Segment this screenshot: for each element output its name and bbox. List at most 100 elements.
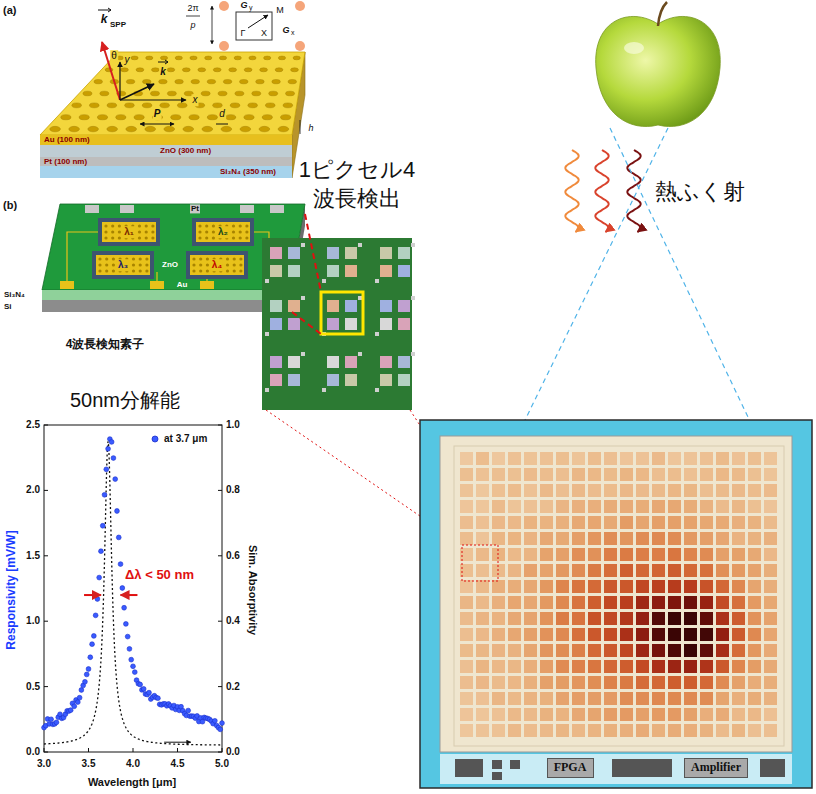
hole	[171, 115, 181, 120]
fpa-pixel	[700, 580, 713, 593]
hole	[167, 91, 176, 96]
fpa-pixel	[492, 500, 505, 513]
photo-pixel	[411, 296, 415, 300]
fpa-pixel	[716, 596, 729, 609]
fpa-pixel	[732, 516, 745, 529]
tick-mark	[44, 555, 48, 556]
photo-pixel	[301, 352, 305, 356]
fpa-pixel	[652, 452, 665, 465]
hole	[146, 56, 153, 60]
fpa-pixel	[700, 596, 713, 609]
photo-pixel	[327, 265, 339, 277]
fpa-pixel	[556, 660, 569, 673]
fpa-pixel	[492, 532, 505, 545]
fpa-pixel	[764, 516, 777, 529]
fpa-pixel	[476, 580, 489, 593]
fpa-pixel	[668, 676, 681, 689]
photo-pixel	[358, 296, 362, 300]
fpa-pixel	[764, 660, 777, 673]
fpa-pixel	[524, 564, 537, 577]
fpa-pixel	[460, 452, 473, 465]
fpa-pixel	[524, 644, 537, 657]
fpa-pixel	[652, 564, 665, 577]
responsivity-point	[111, 456, 116, 461]
photo-pixel	[345, 356, 357, 368]
tick-mark	[88, 748, 89, 752]
photo-pixel	[411, 352, 415, 356]
tick-label: 4.0	[126, 758, 140, 770]
hole	[142, 103, 152, 108]
fpa-pixel	[700, 564, 713, 577]
photo-pixel	[270, 247, 282, 259]
fpa-pixel	[716, 468, 729, 481]
fpa-pixel	[540, 452, 553, 465]
responsivity-point	[88, 655, 93, 660]
fpa-pixel	[572, 500, 585, 513]
fpa-pixel	[572, 452, 585, 465]
photo-pixel	[288, 374, 300, 386]
lattice-vector-label: G	[282, 25, 289, 35]
hole	[230, 103, 240, 108]
fpa-pixel	[700, 516, 713, 529]
wavelength-label: λ₄	[211, 259, 223, 271]
hole	[240, 126, 251, 131]
responsivity-point	[120, 586, 125, 591]
fpa-pixel	[764, 724, 777, 737]
photo-pixel	[270, 318, 282, 330]
vector-subscript: y	[249, 4, 253, 12]
hole	[72, 103, 82, 108]
fpa-pixel	[508, 612, 521, 625]
fpa-pixel	[716, 516, 729, 529]
fpa-pixel	[684, 516, 697, 529]
fpa-pixel	[476, 532, 489, 545]
fpa-pixel	[508, 676, 521, 689]
fpa-pixel	[684, 708, 697, 721]
responsivity-point	[97, 575, 102, 580]
hole	[116, 115, 126, 120]
fpa-pixel	[620, 660, 633, 673]
fpa-pixel	[716, 660, 729, 673]
fpa-pixel	[476, 676, 489, 689]
fpa-pixel	[524, 468, 537, 481]
legend-entry: at 3.7 μm	[150, 433, 207, 444]
fpa-pixel	[476, 628, 489, 641]
hole	[198, 68, 206, 72]
hole	[249, 56, 256, 60]
fpa-pixel	[668, 644, 681, 657]
fpa-pixel	[540, 596, 553, 609]
responsivity-point	[132, 670, 137, 675]
fpa-pixel	[652, 532, 665, 545]
photo-pixel	[411, 243, 415, 247]
responsivity-point	[91, 634, 96, 639]
fpa-pixel	[604, 452, 617, 465]
fpa-pixel	[524, 612, 537, 625]
fpa-pixel	[684, 580, 697, 593]
fpa-pixel	[604, 644, 617, 657]
fpa-pixel	[732, 500, 745, 513]
chip-block: FPGA	[547, 758, 594, 778]
fpa-pixel	[732, 532, 745, 545]
fpa-pixel	[460, 612, 473, 625]
photo-pixel	[270, 300, 282, 312]
layer-label: Au (100 nm)	[44, 135, 90, 144]
fpa-pixel	[716, 452, 729, 465]
fpa-pixel	[524, 628, 537, 641]
fpa-pixel	[524, 708, 537, 721]
fpa-pixel	[588, 692, 601, 705]
width-arrow	[121, 594, 138, 596]
responsivity-point	[109, 440, 114, 445]
tick-label: 1.0	[226, 419, 240, 431]
fpa-pixel	[492, 580, 505, 593]
fpa-pixel	[556, 516, 569, 529]
layer-label: ZnO	[162, 260, 178, 269]
block-label: Amplifier	[691, 761, 741, 775]
responsivity-point	[186, 708, 191, 713]
fpa-pixel	[636, 532, 649, 545]
fpa-pixel	[460, 676, 473, 689]
fpa-pixel	[604, 628, 617, 641]
wavelength-label: λ₁	[123, 226, 135, 238]
fpa-pixel	[572, 532, 585, 545]
fpa-pixel	[684, 468, 697, 481]
wavelength-label: λ₃	[117, 259, 129, 271]
fpa-pixel	[476, 452, 489, 465]
